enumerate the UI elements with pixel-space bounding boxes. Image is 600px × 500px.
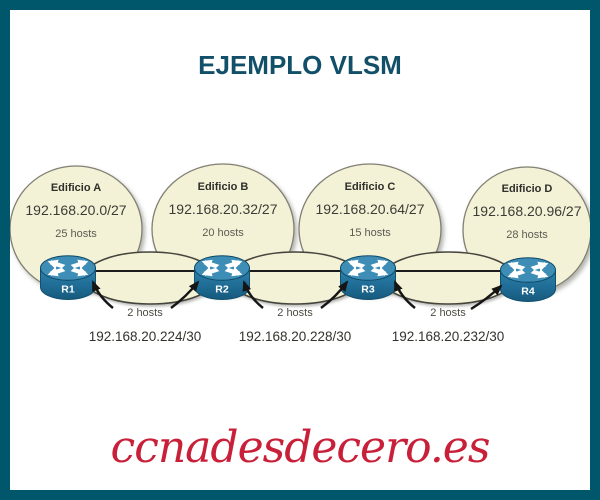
link-subnet-label: 192.168.20.232/30 [392,329,505,344]
link-subnet-label: 192.168.20.224/30 [89,329,202,344]
pointer-arrow [170,280,200,309]
pointer-arrow [320,280,349,309]
building-name-label: Edificio B [198,181,249,193]
building-subnet-label: 192.168.20.64/27 [316,201,425,217]
watermark: ccnadesdecero.es [110,422,491,473]
building-hosts-label: 25 hosts [55,228,97,240]
pointer-arrow [242,280,264,309]
building-name-label: Edificio A [51,182,101,194]
router-r3-icon: R3 [340,255,396,300]
link-hosts-label: 2 hosts [127,307,163,319]
pointer-arrow [470,284,503,311]
router-r4-icon: R4 [500,257,556,302]
router-r1-icon: R1 [40,255,96,300]
link-subnet-label: 192.168.20.228/30 [239,329,352,344]
building-name-label: Edificio D [502,183,553,195]
page-title: EJEMPLO VLSM [198,50,402,80]
building-subnet-label: 192.168.20.32/27 [169,201,278,217]
router-label: R3 [361,284,375,296]
router-label: R1 [61,284,75,296]
router-label: R4 [521,286,535,298]
building-subnet-label: 192.168.20.0/27 [25,202,126,218]
building-name-label: Edificio C [345,181,396,193]
pointer-arrow [393,280,416,309]
link-hosts-label: 2 hosts [277,307,313,319]
building-hosts-label: 20 hosts [202,227,244,239]
pointer-arrow [91,280,114,309]
building-subnet-label: 192.168.20.96/27 [473,203,582,219]
building-hosts-label: 15 hosts [349,227,391,239]
link-hosts-label: 2 hosts [430,307,466,319]
building-hosts-label: 28 hosts [506,229,548,241]
router-label: R2 [215,284,229,296]
router-r2-icon: R2 [194,255,250,300]
